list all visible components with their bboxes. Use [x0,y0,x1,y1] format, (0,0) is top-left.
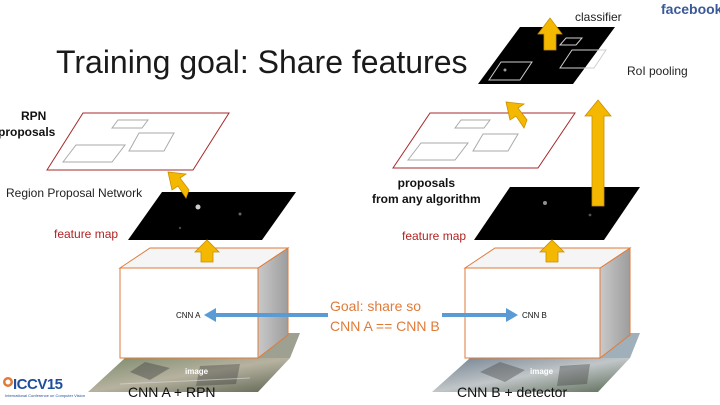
facebook-logo: facebook [661,1,720,17]
classifier-arrow [537,17,563,51]
goal-line-1: Goal: share so [330,298,422,314]
rpn-proposals-label: RPN proposals [0,108,55,140]
roi-pooling-map [478,27,615,84]
goal-line-2: CNN A == CNN B [330,318,440,334]
roi-pooling-label: RoI pooling [627,64,688,78]
right-cnn-box [463,247,632,360]
right-tall-arrow [584,99,612,207]
left-diagonal-arrow [167,171,190,199]
region-proposal-network-label: Region Proposal Network [6,186,143,200]
left-feature-map-label: feature map [54,227,119,241]
right-feature-map-label: feature map [402,229,467,243]
left-up-arrow [194,239,220,263]
goal-text: Goal: share so CNN A == CNN B [328,296,442,336]
iccv-logo-icon [3,377,13,387]
left-image-label: image [185,367,209,376]
proposals-any-algorithm-label: proposals from any algorithm [372,175,481,207]
slide-title: Training goal: Share features [56,44,468,80]
iccv-logo-text: ICCV15 [13,376,63,393]
left-feature-map [128,192,296,240]
classifier-label: classifier [575,10,622,24]
right-feature-map [474,187,640,240]
right-proposals-plane [392,112,576,169]
iccv-logo-subtext: International Conference on Computer Vis… [5,393,85,398]
right-caption: CNN B + detector [457,384,568,400]
cnn-b-label: CNN B [522,311,547,320]
right-up-arrow [539,239,565,263]
left-cnn-box [118,247,290,360]
right-image-label: image [530,367,554,376]
right-diagonal-arrow [505,101,528,129]
proposals-any-line-1: proposals [397,176,456,190]
cnn-a-label: CNN A [176,311,201,320]
proposals-any-line-2: from any algorithm [372,192,481,206]
rpn-proposals-line-2: proposals [0,125,56,139]
rpn-proposals-line-1: RPN [21,109,47,123]
left-proposals-plane [46,112,230,171]
left-caption: CNN A + RPN [128,384,216,400]
